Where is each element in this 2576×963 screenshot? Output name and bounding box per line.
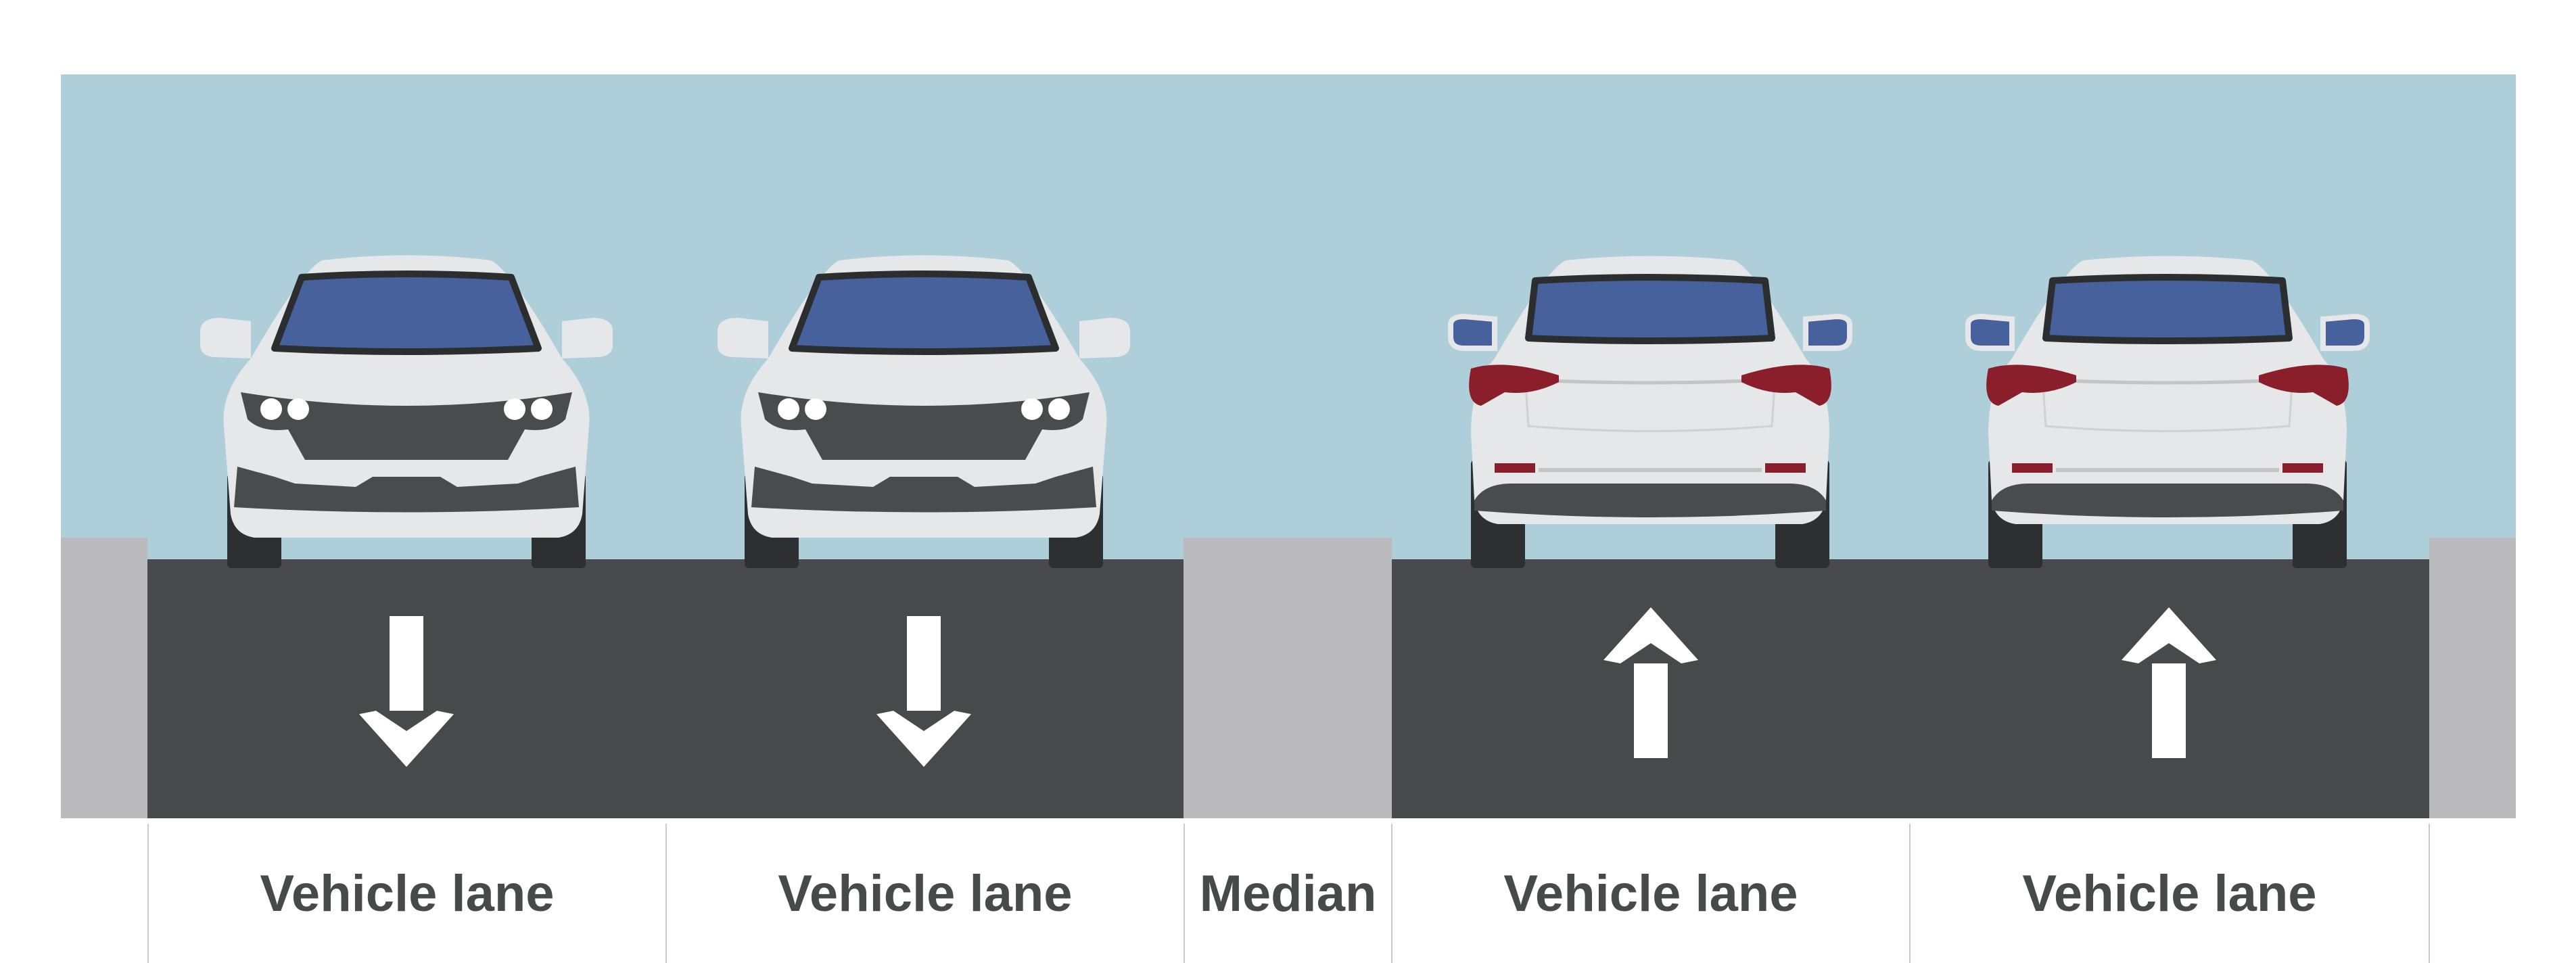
label-separator (1909, 824, 1911, 963)
lane-label-1: Vehicle lane (260, 864, 555, 922)
label-separator (147, 824, 149, 963)
left-curb (61, 538, 147, 818)
lane-label-4: Vehicle lane (2022, 864, 2317, 922)
lane-label-2: Vehicle lane (778, 864, 1073, 922)
label-separator (2429, 824, 2430, 963)
label-separator (1391, 824, 1392, 963)
label-separator (1184, 824, 1185, 963)
median-strip (1184, 538, 1392, 818)
right-curb (2429, 538, 2516, 818)
label-separator (665, 824, 667, 963)
road-surface-left (147, 559, 1184, 818)
median-label: Median (1199, 864, 1377, 922)
road-surface-right (1392, 559, 2429, 818)
lane-label-3: Vehicle lane (1503, 864, 1798, 922)
